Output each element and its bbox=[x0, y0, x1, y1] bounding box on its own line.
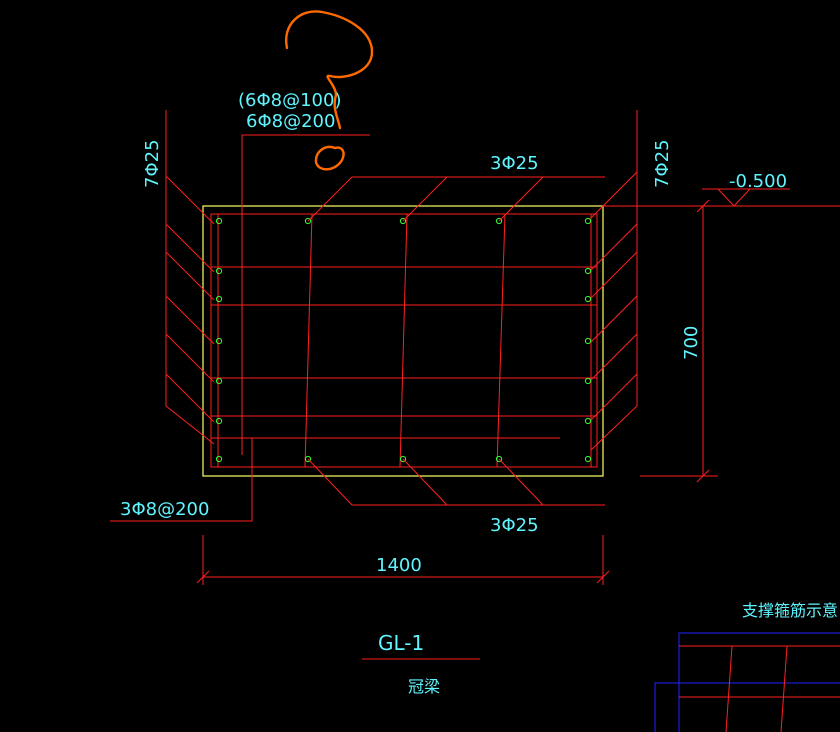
right-side-bars-label: 7Φ25 bbox=[652, 139, 673, 188]
bottom-bars-label: 3Φ25 bbox=[490, 515, 539, 536]
beam-section-outline bbox=[202, 205, 604, 477]
top-bars-label: 3Φ25 bbox=[490, 153, 539, 174]
support-stirrup-hooks bbox=[679, 645, 840, 732]
tie-leader bbox=[110, 437, 560, 522]
tie-bars-label: 3Φ8@200 bbox=[120, 499, 209, 520]
question-mark-annotation bbox=[284, 10, 374, 171]
width-dimension bbox=[196, 535, 610, 585]
support-stirrup-title: 支撑箍筋示意 bbox=[742, 601, 838, 620]
question-dot-annotation bbox=[314, 145, 345, 171]
elevation-label: -0.500 bbox=[729, 171, 787, 192]
left-side-bars-label: 7Φ25 bbox=[142, 139, 163, 188]
top-bars-leader bbox=[307, 176, 605, 222]
height-dimension-label: 700 bbox=[681, 326, 702, 360]
beam-id: GL-1 bbox=[378, 631, 424, 655]
bottom-bars-leader bbox=[307, 458, 605, 506]
right-side-leader bbox=[590, 110, 638, 451]
elevation-marker bbox=[603, 188, 840, 207]
support-stirrup-detail bbox=[654, 632, 840, 732]
rebar-dots bbox=[215, 217, 592, 463]
stirrup-paren-label: (6Φ8@100) bbox=[238, 90, 341, 111]
stirrup-main-label: 6Φ8@200 bbox=[246, 111, 335, 132]
stirrup-lines bbox=[210, 213, 598, 468]
stirrup-leader bbox=[241, 134, 370, 455]
height-dimension bbox=[640, 199, 718, 483]
beam-name: 冠梁 bbox=[408, 677, 440, 696]
left-side-leader bbox=[165, 110, 215, 445]
width-dimension-label: 1400 bbox=[376, 555, 422, 576]
